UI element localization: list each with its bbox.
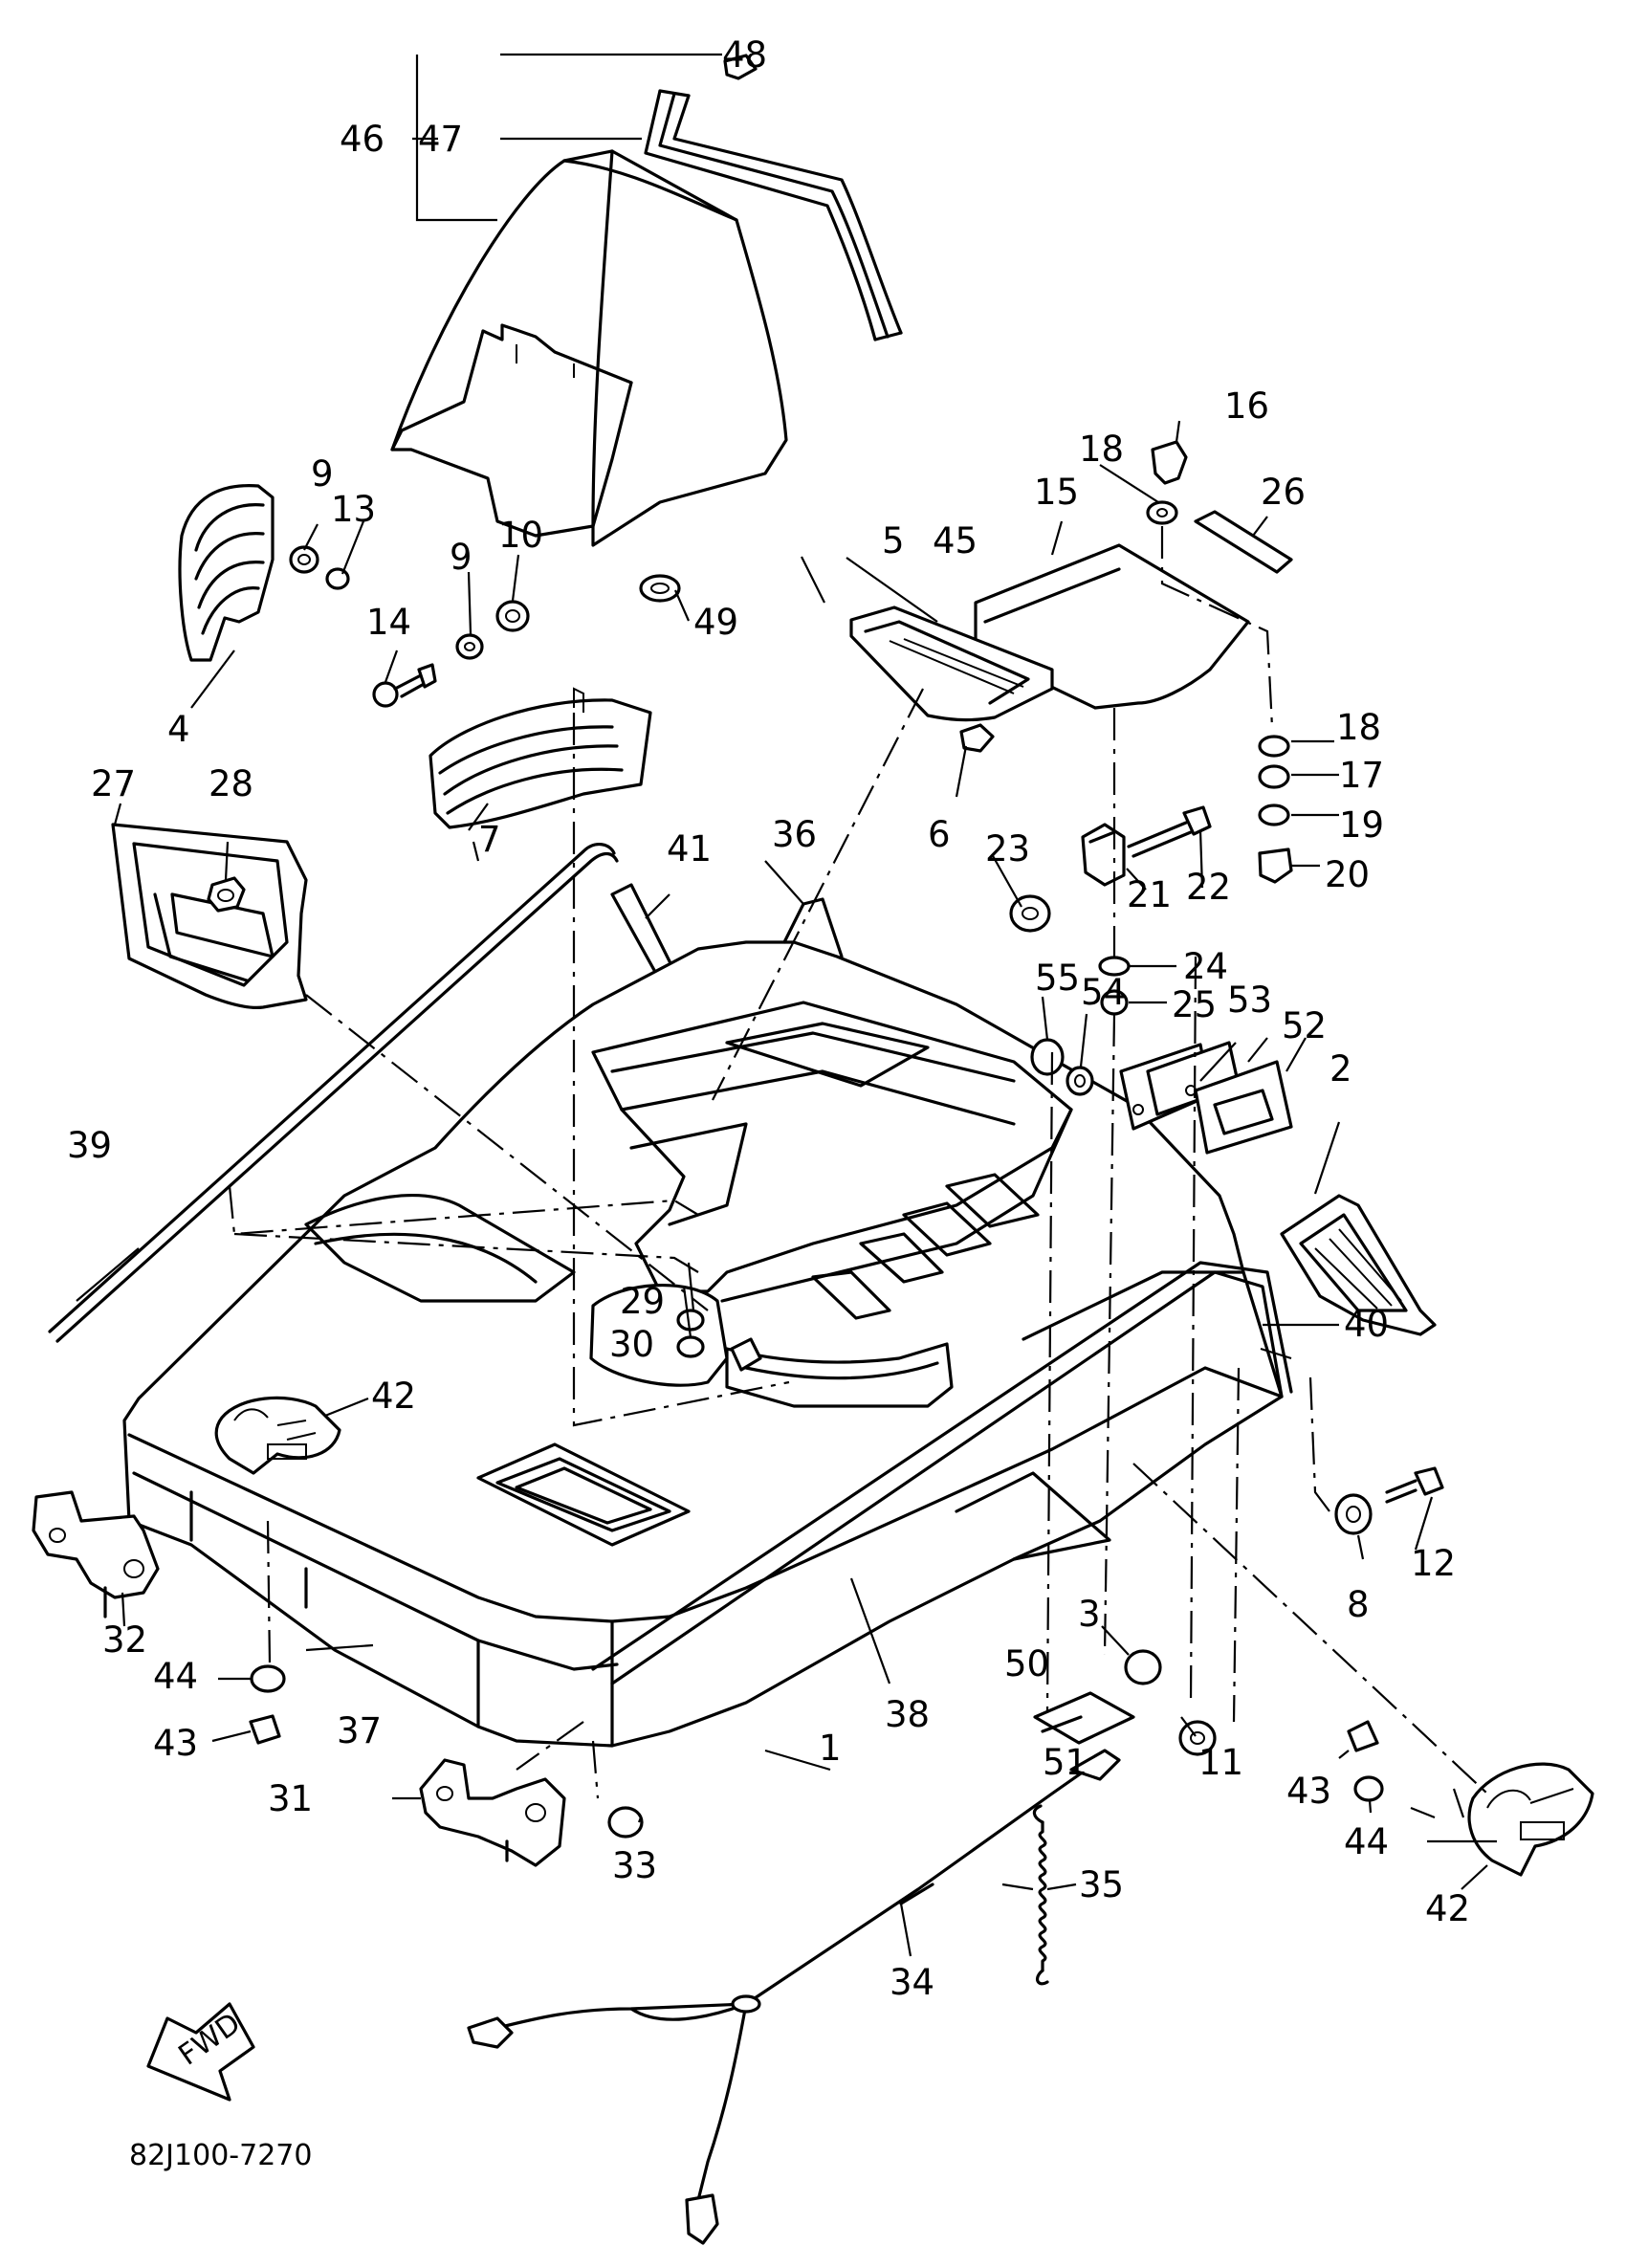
bracket-plates bbox=[1119, 1041, 1293, 1155]
callout-53: 53 bbox=[1227, 980, 1272, 1021]
callout-33: 33 bbox=[612, 1845, 657, 1886]
callout-6: 6 bbox=[928, 814, 951, 855]
callout-2: 2 bbox=[1329, 1048, 1352, 1090]
callout-55: 55 bbox=[1035, 958, 1080, 999]
callout-labels: 48 46 47 9 13 10 9 49 14 4 7 27 28 41 36… bbox=[67, 34, 1470, 2003]
callout-40: 40 bbox=[1344, 1304, 1389, 1345]
small-parts-lower bbox=[249, 1649, 1384, 1839]
callout-23: 23 bbox=[985, 828, 1030, 870]
callout-34: 34 bbox=[890, 1962, 934, 2003]
side-emblem bbox=[1467, 1762, 1594, 1877]
callout-22: 22 bbox=[1186, 867, 1231, 908]
callout-38: 38 bbox=[885, 1694, 930, 1735]
callout-9a: 9 bbox=[311, 453, 334, 495]
callout-1: 1 bbox=[819, 1728, 842, 1769]
washer-stack bbox=[1258, 735, 1293, 884]
callout-43a: 43 bbox=[153, 1723, 198, 1764]
callout-18b: 18 bbox=[1336, 707, 1381, 748]
leader-lines bbox=[76, 53, 1497, 1957]
callout-21: 21 bbox=[1127, 874, 1172, 915]
callout-37: 37 bbox=[337, 1710, 382, 1751]
callout-45: 45 bbox=[933, 520, 978, 561]
callout-19: 19 bbox=[1339, 804, 1384, 846]
callout-30: 30 bbox=[609, 1324, 654, 1365]
callout-39: 39 bbox=[67, 1125, 112, 1166]
cable-34 bbox=[467, 1749, 1121, 2245]
panel-45 bbox=[849, 606, 1054, 722]
windshield-trim bbox=[644, 89, 903, 341]
callout-11: 11 bbox=[1198, 1742, 1243, 1783]
front-louver bbox=[428, 687, 652, 829]
callout-42a: 42 bbox=[371, 1376, 416, 1417]
fwd-arrow-icon bbox=[146, 2002, 255, 2102]
callout-26: 26 bbox=[1261, 472, 1306, 513]
callout-3: 3 bbox=[1078, 1594, 1101, 1635]
callout-29: 29 bbox=[620, 1281, 665, 1322]
callout-10: 10 bbox=[498, 515, 543, 556]
callout-48: 48 bbox=[722, 34, 767, 76]
bracket-21 bbox=[1009, 805, 1212, 933]
hood-rod bbox=[48, 843, 676, 1343]
callout-16: 16 bbox=[1224, 385, 1269, 427]
callout-44a: 44 bbox=[153, 1656, 198, 1697]
callout-12: 12 bbox=[1411, 1543, 1456, 1584]
callout-24: 24 bbox=[1183, 946, 1228, 987]
grommet-8-bolt-12 bbox=[1334, 1466, 1444, 1535]
bolt-14 bbox=[372, 663, 437, 708]
callout-27: 27 bbox=[91, 763, 136, 804]
callout-47: 47 bbox=[418, 119, 463, 160]
callout-31: 31 bbox=[268, 1778, 313, 1819]
pads-50-51 bbox=[1033, 1691, 1135, 1745]
callout-8: 8 bbox=[1347, 1584, 1370, 1625]
clip-6 bbox=[959, 723, 995, 753]
callout-35: 35 bbox=[1079, 1864, 1124, 1905]
callout-42b: 42 bbox=[1425, 1888, 1470, 1929]
callout-15: 15 bbox=[1034, 472, 1079, 513]
callout-41: 41 bbox=[667, 828, 712, 870]
callout-54: 54 bbox=[1081, 972, 1126, 1013]
hinge-32 bbox=[32, 1490, 160, 1618]
callout-4: 4 bbox=[167, 709, 190, 750]
callout-28: 28 bbox=[209, 763, 253, 804]
trim-clip bbox=[723, 54, 758, 80]
hood-emblem bbox=[214, 1396, 341, 1475]
knob-16 bbox=[1146, 440, 1188, 525]
callout-20: 20 bbox=[1325, 854, 1370, 895]
windshield bbox=[390, 149, 788, 547]
callout-52: 52 bbox=[1282, 1005, 1327, 1046]
callout-5: 5 bbox=[882, 520, 905, 561]
diagram-code: 82J100-7270 bbox=[129, 2139, 312, 2172]
callout-43b: 43 bbox=[1286, 1771, 1331, 1812]
dashed-assembly-lines bbox=[228, 526, 1488, 1819]
side-louver-left bbox=[178, 484, 275, 662]
callout-13: 13 bbox=[331, 489, 376, 530]
callout-17: 17 bbox=[1339, 755, 1384, 796]
callout-9b: 9 bbox=[450, 537, 472, 578]
callout-18a: 18 bbox=[1079, 429, 1124, 470]
hinge-31 bbox=[419, 1758, 566, 1867]
small-grommets bbox=[289, 545, 681, 660]
headlight-bezel bbox=[111, 823, 308, 1010]
callout-50: 50 bbox=[1004, 1643, 1049, 1684]
side-louver-right bbox=[1280, 1194, 1437, 1336]
callout-46: 46 bbox=[340, 119, 385, 160]
callout-51: 51 bbox=[1043, 1742, 1088, 1783]
spring-35 bbox=[1032, 1804, 1049, 1986]
callout-32: 32 bbox=[102, 1619, 147, 1661]
callout-25: 25 bbox=[1172, 984, 1217, 1025]
callout-7: 7 bbox=[478, 819, 501, 860]
callout-49: 49 bbox=[693, 602, 738, 643]
callout-36: 36 bbox=[772, 814, 817, 855]
callout-44b: 44 bbox=[1344, 1821, 1389, 1862]
callout-14: 14 bbox=[366, 602, 411, 643]
grommet-28 bbox=[207, 876, 246, 913]
rod-26 bbox=[1194, 510, 1293, 574]
